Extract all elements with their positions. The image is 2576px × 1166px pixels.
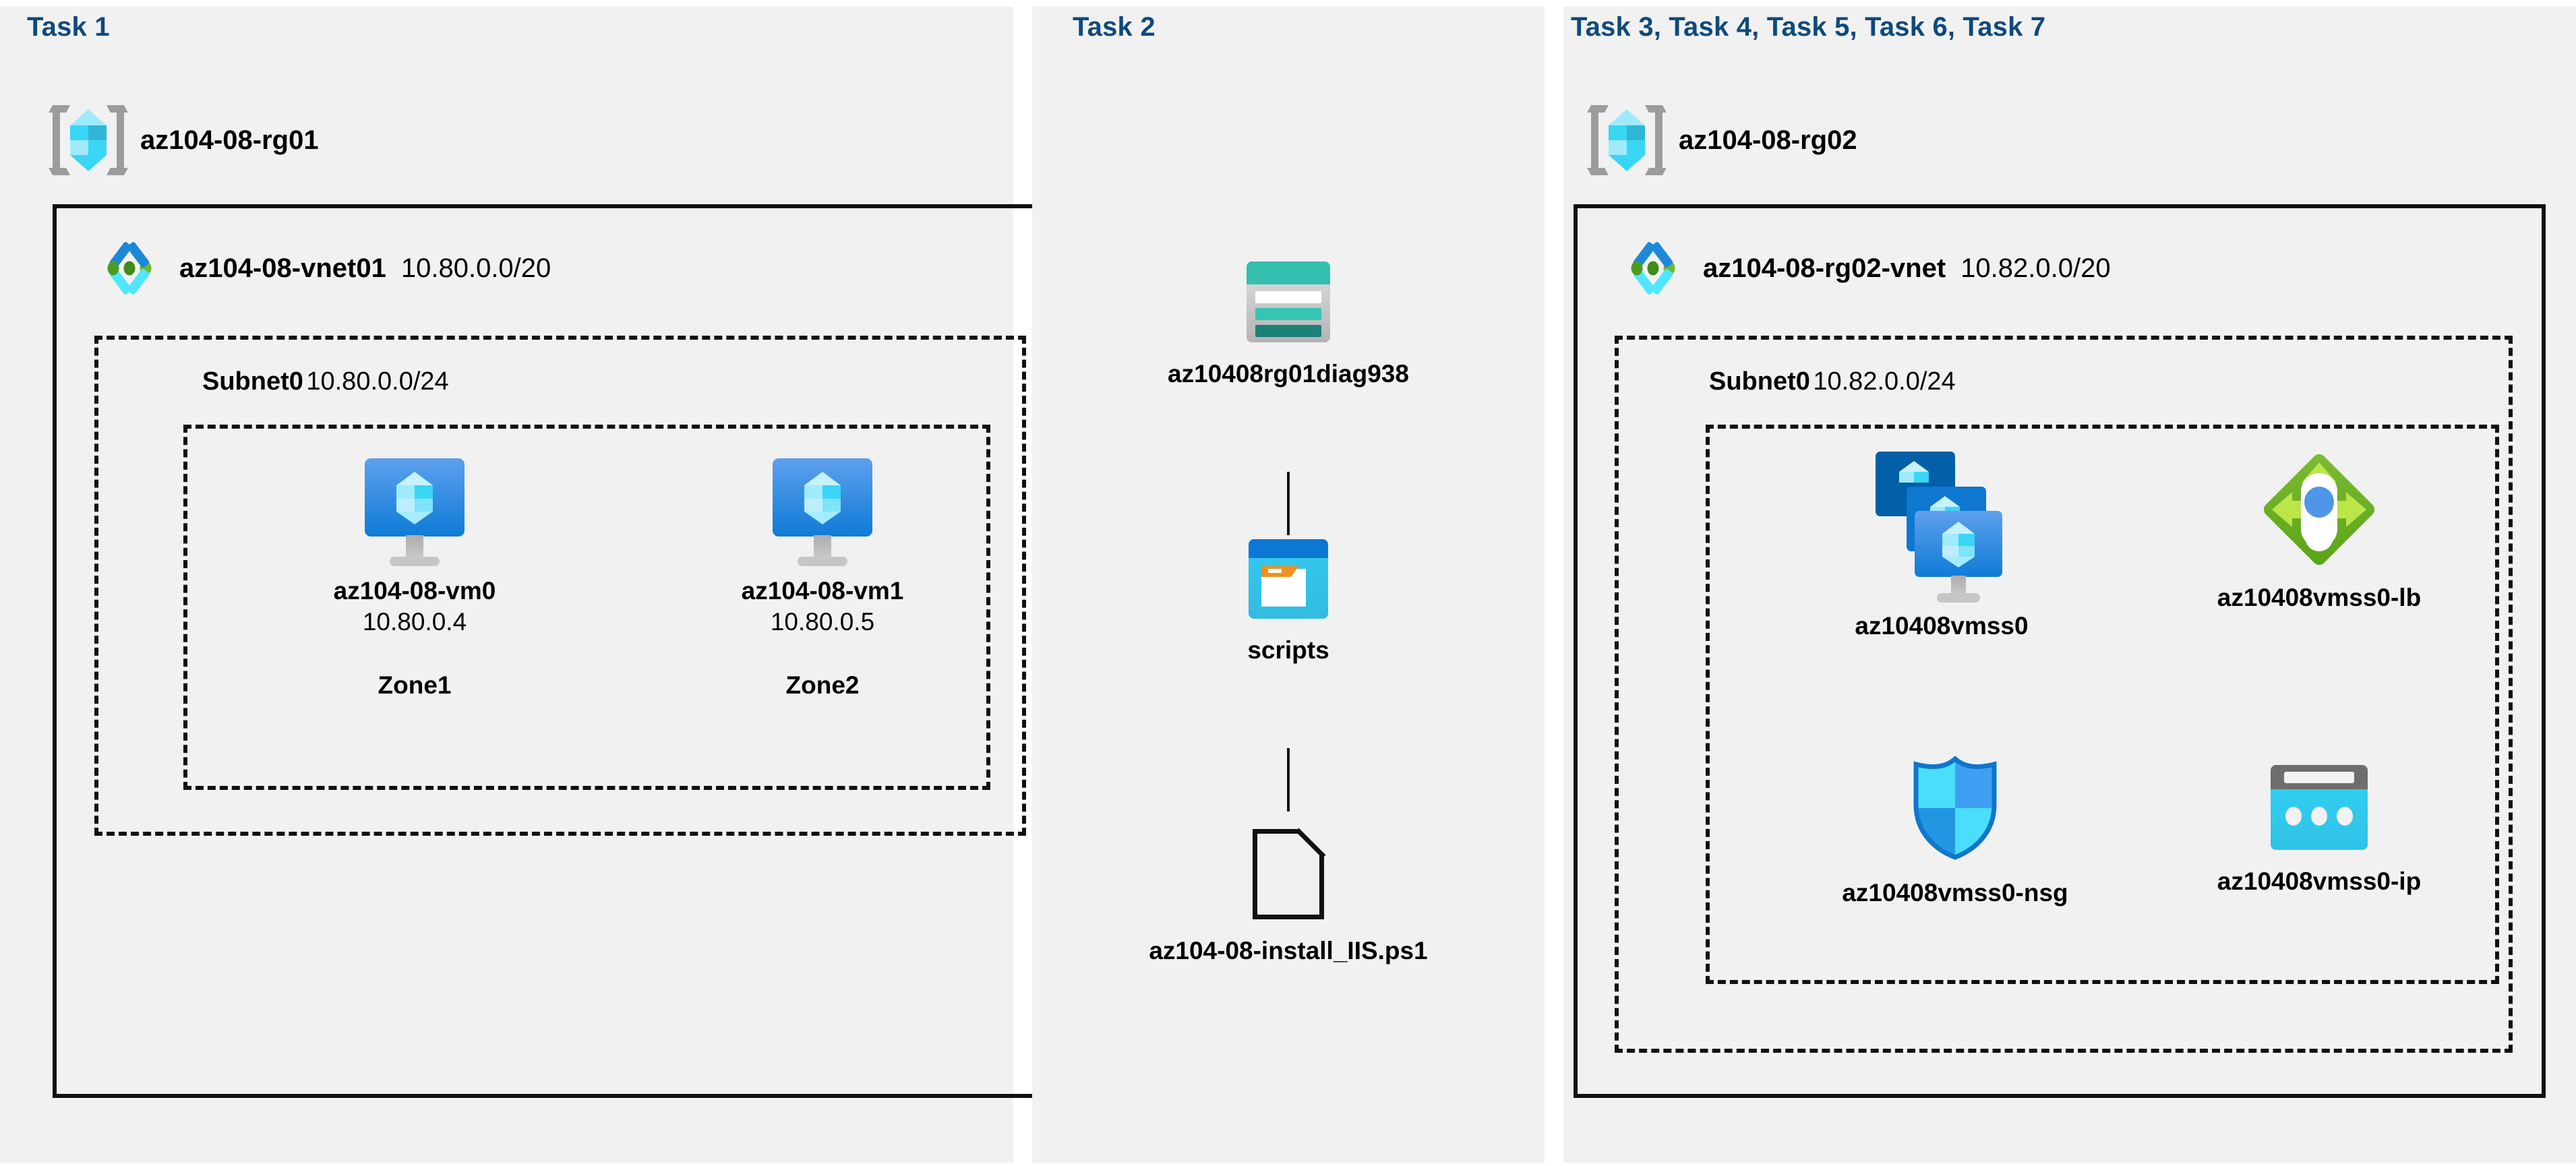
vnet-name: az104-08-vnet01 <box>179 253 386 283</box>
subnet-header-task1: Subnet0 10.80.0.0/24 <box>202 367 449 396</box>
subnet-cidr: 10.80.0.0/24 <box>306 367 449 396</box>
connector-storage-to-container <box>1287 472 1290 535</box>
resource-group-icon <box>1587 101 1667 179</box>
virtual-network-icon <box>94 236 164 301</box>
storage-account-node: az10408rg01diag938 <box>1168 262 1409 388</box>
vmss-name: az10408vmss0 <box>1855 612 2029 640</box>
vnet-cidr: 10.80.0.0/20 <box>400 253 551 283</box>
task-2-label: Task 2 <box>1073 12 1156 42</box>
virtual-machine-icon <box>773 458 872 566</box>
script-file-name: az104-08-install_IIS.ps1 <box>1149 937 1428 964</box>
panel-task-3-to-7 <box>1563 7 2576 1163</box>
vm-scale-set-icon <box>1876 452 2008 603</box>
subnet-name: Subnet0 <box>202 367 303 396</box>
blob-container-icon <box>1249 539 1328 619</box>
vnet-box-az104-08-rg02-vnet <box>1574 204 2546 1098</box>
vm-node-1: az104-08-vm1 10.80.0.5 Zone2 <box>715 458 930 700</box>
connector-container-to-file <box>1287 748 1290 811</box>
vm-zone: Zone2 <box>785 671 860 699</box>
subnet-cidr: 10.82.0.0/24 <box>1813 367 1956 396</box>
load-balancer-node: az10408vmss0-lb <box>2194 451 2444 612</box>
resource-group-name: az104-08-rg02 <box>1679 125 1857 155</box>
network-security-group-icon <box>1908 755 2002 861</box>
subnet-name: Subnet0 <box>1709 367 1810 396</box>
virtual-network-icon <box>1618 236 1688 301</box>
public-ip-address-icon <box>2271 765 2368 850</box>
storage-account-name: az10408rg01diag938 <box>1168 360 1409 388</box>
resource-group-icon <box>49 101 128 179</box>
nsg-node: az10408vmss0-nsg <box>1830 755 2080 907</box>
subnet-box-task1 <box>94 336 1026 836</box>
file-icon <box>1253 828 1326 919</box>
blob-container-node: scripts <box>1208 539 1369 665</box>
vnet-cidr: 10.82.0.0/20 <box>1960 253 2111 283</box>
vm-name: az104-08-vm1 <box>741 577 904 605</box>
virtual-machine-icon <box>365 458 465 566</box>
vnet-name: az104-08-rg02-vnet <box>1703 253 1946 283</box>
load-balancer-name: az10408vmss0-lb <box>2217 584 2422 611</box>
task-1-label: Task 1 <box>27 12 110 42</box>
vm-ip: 10.80.0.4 <box>362 608 467 636</box>
vm-ip: 10.80.0.5 <box>770 608 875 636</box>
shield-icon <box>1913 756 1997 860</box>
vnet-header-az104-08-vnet01: az104-08-vnet01 10.80.0.0/20 <box>94 236 551 301</box>
storage-account-icon <box>1247 262 1330 342</box>
blob-container-name: scripts <box>1247 636 1329 664</box>
panel-task-1 <box>0 7 1013 1163</box>
subnet-header-task3: Subnet0 10.82.0.0/24 <box>1709 367 1956 396</box>
availability-zone-box-task1 <box>183 425 990 790</box>
load-balancer-icon <box>2260 451 2378 568</box>
vm-node-0: az104-08-vm0 10.80.0.4 Zone1 <box>307 458 522 700</box>
public-ip-name: az10408vmss0-ip <box>2217 867 2422 895</box>
resource-group-az104-08-rg01: az104-08-rg01 <box>49 101 319 179</box>
public-ip-node: az10408vmss0-ip <box>2205 765 2434 896</box>
vm-zone: Zone1 <box>378 671 452 699</box>
page-fold-icon <box>1295 828 1326 859</box>
subnet-box-task3 <box>1615 336 2513 1053</box>
resource-group-az104-08-rg02: az104-08-rg02 <box>1587 101 1857 179</box>
task-3-to-7-label: Task 3, Task 4, Task 5, Task 6, Task 7 <box>1571 12 2046 42</box>
nsg-name: az10408vmss0-nsg <box>1842 879 2068 907</box>
vmss-node: az10408vmss0 <box>1820 452 2063 640</box>
script-file-node: az104-08-install_IIS.ps1 <box>1149 828 1428 965</box>
vnet-header-az104-08-rg02-vnet: az104-08-rg02-vnet 10.82.0.0/20 <box>1618 236 2111 301</box>
resource-group-name: az104-08-rg01 <box>140 125 319 155</box>
resources-box-task3 <box>1706 425 2499 984</box>
vm-name: az104-08-vm0 <box>333 577 496 605</box>
